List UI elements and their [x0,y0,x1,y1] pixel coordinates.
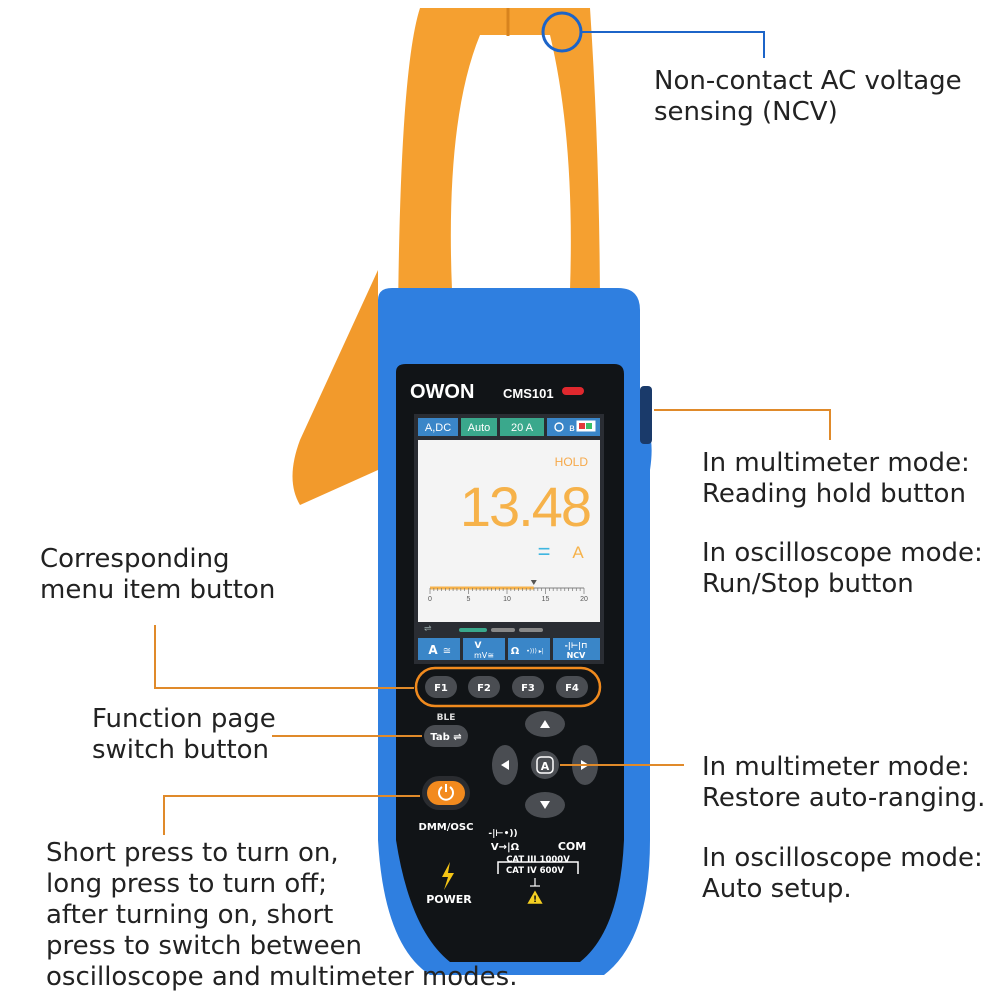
leader-menu [154,625,414,689]
terminal-v-label: V→|Ω [491,842,520,853]
lightning-icon [442,862,454,890]
arrow-left-button[interactable] [492,745,518,785]
fkey-f4[interactable]: F4 [556,676,588,698]
clamp-jaw [398,8,600,320]
status-tab-mode-label: A,DC [425,422,451,434]
ble-label: BLE [437,713,456,723]
status-tab-mode [418,418,458,436]
hold-indicator: HOLD [555,455,589,469]
main-reading: 13.48 [460,475,590,538]
fkey-f2[interactable]: F2 [468,676,500,698]
svg-text:F3: F3 [521,683,535,694]
menu-item-ncv [553,638,600,660]
cat-rating-bracket [497,861,579,874]
callout-runstop: In oscilloscope mode: Run/Stop button [702,538,983,599]
unit-label: A [572,543,584,562]
status-led [562,387,584,395]
arrow-down-icon [540,801,550,809]
dc-symbol: = [538,539,551,564]
bargraph: 0 5 10 15 20 [428,580,588,603]
swap-icon: ⇌ [424,624,432,634]
callout-tab: Function page switch button [92,704,276,765]
svg-text:F4: F4 [565,683,579,694]
menu-item-resistance-sub: •))) ▸| [526,648,544,655]
menu-item-ncv-sub: NCV [567,651,587,660]
callout-ncv: Non-contact AC voltage sensing (NCV) [654,66,962,127]
leader-hold [654,409,831,440]
svg-text:F2: F2 [477,683,491,694]
menu-item-voltage-label: V [475,641,482,651]
bargraph-pointer [530,580,537,585]
callout-autorange: In multimeter mode: Restore auto-ranging… [702,752,986,813]
fkey-f3[interactable]: F3 [512,676,544,698]
bargraph-tick-label: 10 [503,596,511,603]
page-dot [491,628,515,632]
menu-item-voltage-sub: mV≅ [474,651,494,660]
menu-item-current-sub: ≅ [443,646,451,657]
bargraph-tick-label: 0 [428,596,432,603]
status-tab-max [500,418,544,436]
menu-item-ncv-label: -|⊢|⊓ [565,641,588,650]
callout-power: Short press to turn on, long press to tu… [46,838,518,992]
clock-icon [554,422,564,432]
menu-item-current [418,638,460,660]
terminal-symbols: -|⊢•)) [488,829,517,839]
arrow-left-icon [501,760,509,770]
arrow-up-button[interactable] [525,711,565,737]
callout-hold: In multimeter mode: Reading hold button [702,448,970,509]
svg-text:Tab ⇌: Tab ⇌ [430,732,461,743]
menu-item-resistance-label: Ω [511,646,520,657]
bargraph-tick-label: 15 [542,596,550,603]
power-button[interactable] [422,776,470,810]
callout-menu: Corresponding menu item button [40,544,276,605]
status-tab-max-label: 20 A [511,422,534,434]
bargraph-tick-label: 20 [580,596,588,603]
svg-text:A: A [541,760,550,773]
side-hold-button[interactable] [640,386,652,444]
tab-button[interactable]: Tab ⇌ [424,725,468,747]
dmm-osc-label: DMM/OSC [419,822,474,833]
leader-ncv [581,31,765,58]
screen-reading-area [418,440,600,622]
page-dot [519,628,543,632]
power-label: POWER [426,893,472,906]
menu-item-resistance [508,638,550,660]
arrow-down-button[interactable] [525,792,565,818]
status-tab-range [461,418,497,436]
status-tab-range-label: Auto [468,422,491,434]
svg-text:F1: F1 [434,683,448,694]
page-dot-active [459,628,487,632]
bargraph-tick-label: 5 [467,596,471,603]
svg-text:!: ! [533,895,537,905]
power-icon [438,786,454,801]
menu-item-voltage [463,638,505,660]
model-label: CMS101 [503,386,554,401]
auto-button[interactable]: A [531,751,559,779]
arrow-up-icon [540,720,550,728]
clamp-trigger-fin [292,270,378,505]
fkey-highlight [414,666,602,708]
brand-logo: OWON [410,381,474,403]
menu-item-current-label: A [428,643,438,657]
cat-rating: CAT III 1000V [506,855,570,865]
cat-rating-2: CAT IV 600V [506,866,564,876]
fkey-f1[interactable]: F1 [425,676,457,698]
leader-power [163,795,420,835]
warning-triangle-icon [526,889,544,905]
terminal-com-label: COM [558,840,586,853]
callout-autosetup: In oscilloscope mode: Auto setup. [702,843,983,904]
bluetooth-icon: ʙ [569,423,575,434]
